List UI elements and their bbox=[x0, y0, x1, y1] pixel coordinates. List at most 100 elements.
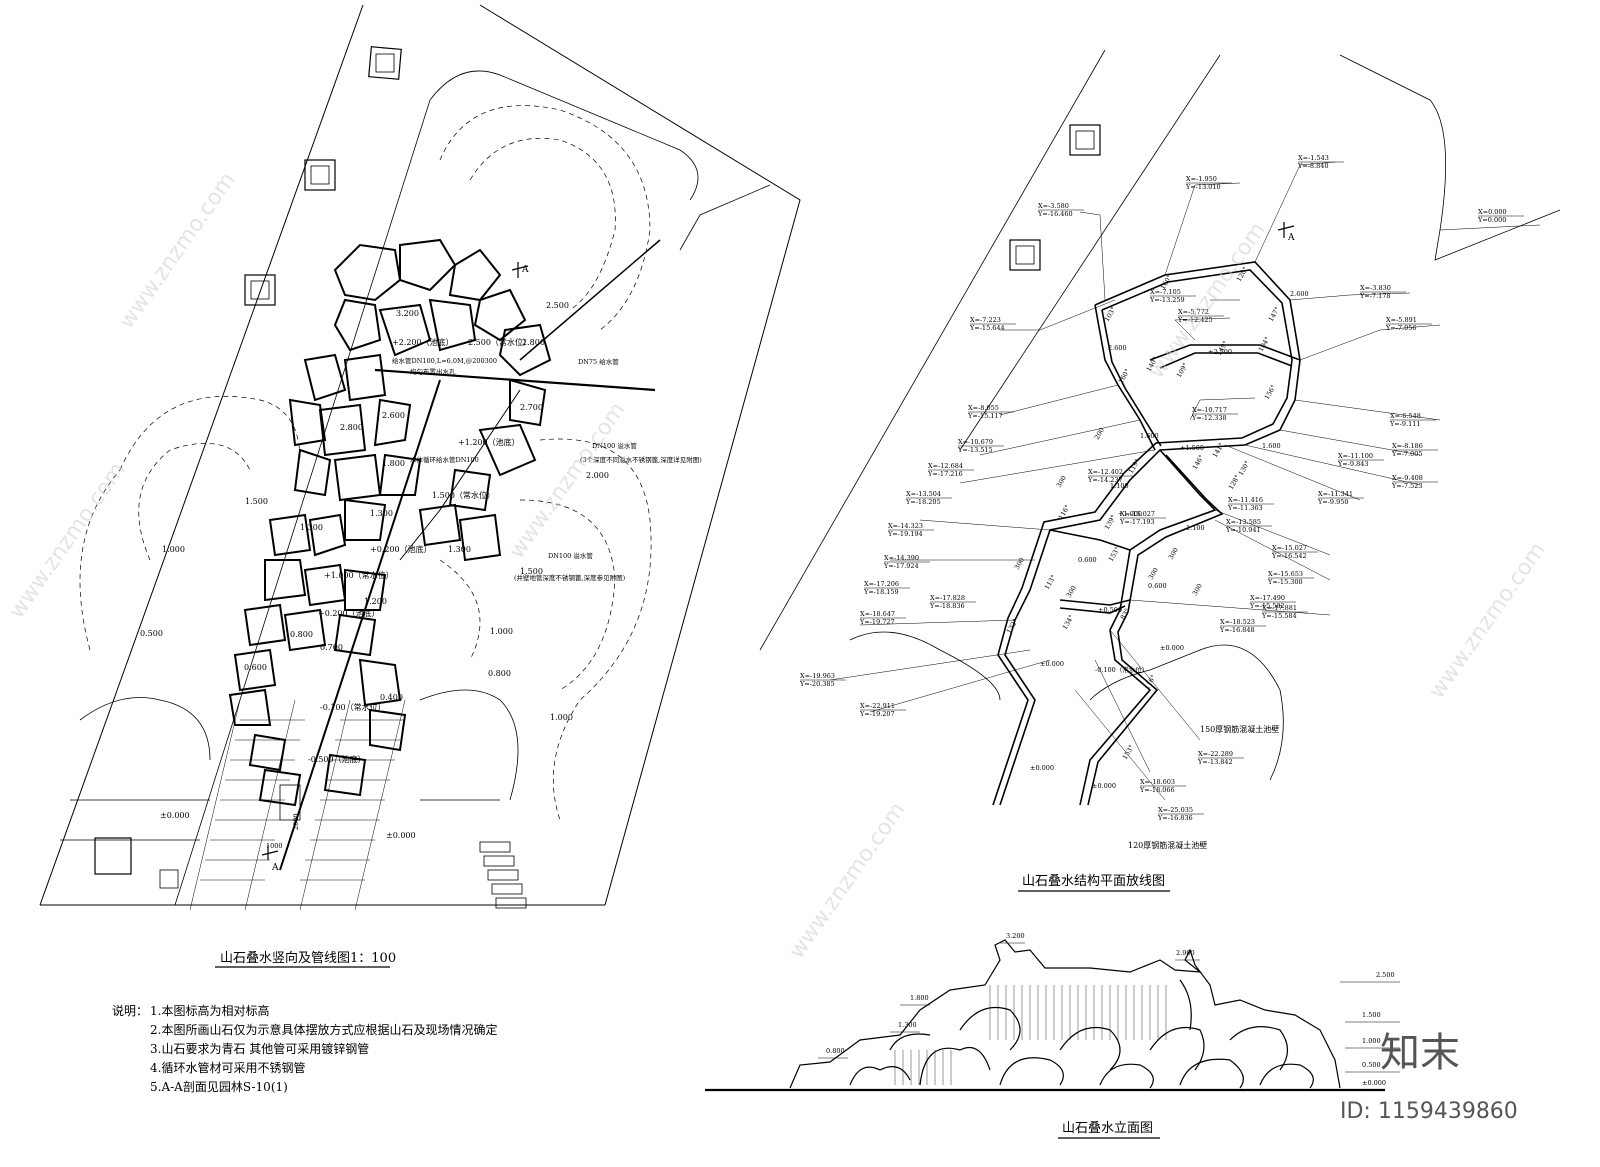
pipe-note: DN100 溢水管 bbox=[592, 441, 637, 450]
coord-x-label: X=-7.105 bbox=[1150, 288, 1181, 296]
plan-level: 2.600 bbox=[1290, 290, 1309, 298]
plan-level: 0.600 bbox=[1078, 556, 1097, 564]
angle-label: 153° bbox=[1121, 743, 1136, 761]
coord-x-label: X=-17.206 bbox=[864, 580, 899, 588]
plan-level: 1.600 bbox=[1262, 442, 1281, 450]
coord-x-label: X=-15.027 bbox=[1272, 544, 1307, 552]
left-drawing-title: 山石叠水竖向及管线图1：100 bbox=[220, 950, 396, 966]
coord-y-label: Y=-7.056 bbox=[1385, 324, 1417, 332]
angle-label: 200 bbox=[1093, 426, 1106, 441]
coord-y-label: Y=-15.117 bbox=[967, 412, 1003, 420]
elev-label: -0.100（常水位） bbox=[320, 702, 386, 712]
coord-y-label: Y=-15.644 bbox=[969, 324, 1005, 332]
coord-x-label: X=-19.963 bbox=[800, 672, 835, 680]
coord-y-label: Y=-9.843 bbox=[1337, 460, 1369, 468]
watermark-layer: www.znzmo.com www.znzmo.com www.znzmo.co… bbox=[4, 168, 1550, 963]
coord-y-label: Y=-18.066 bbox=[1139, 786, 1175, 794]
elev-label: 1.000 bbox=[490, 627, 513, 636]
coord-y-label: Y=-13.259 bbox=[1149, 296, 1185, 304]
angle-label: 300 bbox=[1167, 546, 1180, 561]
coord-x-label: X=-14.323 bbox=[888, 522, 923, 530]
angle-label: 134° bbox=[1061, 613, 1076, 631]
pipe-note: 给水管DN100,L=6.0M,@200300 bbox=[392, 356, 497, 365]
elev-label: 1.300 bbox=[300, 523, 323, 532]
coord-x-label: X=-11.100 bbox=[1338, 452, 1373, 460]
coord-x-label: X=-3.580 bbox=[1038, 202, 1069, 210]
coord-y-label: Y=-9.950 bbox=[1317, 498, 1349, 506]
angle-label: 300 bbox=[1055, 474, 1068, 489]
watermark-text: www.znzmo.com bbox=[114, 168, 240, 333]
elev-level: ±0.000 bbox=[1362, 1079, 1386, 1087]
elev-level: 2.500 bbox=[1376, 971, 1395, 979]
elev-level: 3.200 bbox=[1006, 932, 1025, 940]
elev-label: ±0.000 bbox=[386, 831, 416, 840]
dim-label: 2000 bbox=[292, 813, 300, 830]
coord-x-label: X=-8.055 bbox=[968, 404, 999, 412]
coord-y-label: Y=-17.216 bbox=[927, 470, 963, 478]
angle-label: 130° bbox=[1237, 459, 1252, 477]
elev-label: 2.800 bbox=[340, 423, 363, 432]
coord-y-label: Y=-20.385 bbox=[799, 680, 835, 688]
coord-y-label: Y=-7.178 bbox=[1359, 292, 1391, 300]
coord-y-label: Y=-13.842 bbox=[1197, 758, 1233, 766]
right-plan-coordinates: X=-1.543Y=-8.840X=-1.950Y=-13.010X=-3.58… bbox=[799, 154, 1524, 822]
elev-label: 1.300 bbox=[370, 509, 393, 518]
wall-note: 150厚钢筋混凝土池壁 bbox=[1200, 724, 1279, 734]
note-item: 1.本图标高为相对标高 bbox=[150, 1003, 269, 1018]
coord-y-label: Y=-19.727 bbox=[859, 618, 895, 626]
elev-label: 2.500 bbox=[546, 301, 569, 310]
plan-level: 1.600 bbox=[1140, 432, 1159, 440]
coord-x-label: X=-13.504 bbox=[906, 490, 941, 498]
elev-label: 3.200 bbox=[396, 309, 419, 318]
coord-x-label: X=-22.289 bbox=[1198, 750, 1233, 758]
elev-label: +0.200（池底） bbox=[370, 544, 432, 554]
elev-label: 1.500 bbox=[520, 567, 543, 576]
elevation-levels: 3.200 2.900 2.500 1.800 1.300 0.800 1.50… bbox=[826, 932, 1395, 1087]
angle-label: 116° bbox=[1057, 503, 1072, 521]
elev-label: 2.700 bbox=[520, 403, 543, 412]
coord-x-label: X=-9.408 bbox=[1392, 474, 1423, 482]
coord-y-label: Y=-17.924 bbox=[883, 562, 919, 570]
section-mark: A bbox=[521, 265, 529, 275]
coord-x-label: X=-18.603 bbox=[1140, 778, 1175, 786]
elev-level: 1.300 bbox=[898, 1021, 917, 1029]
elev-level: 1.500 bbox=[1362, 1011, 1381, 1019]
elev-label: 1.000 bbox=[162, 545, 185, 554]
right-plan-levels: 2.600 2.600 +2.500 1.600 +1.500 1.600 1.… bbox=[1030, 233, 1309, 790]
plan-level: ±0.000 bbox=[1030, 764, 1054, 772]
elev-label: 1.200 bbox=[364, 597, 387, 606]
pipe-note: (3个深度不同溢水不锈钢篦,深度详见附图) bbox=[580, 455, 702, 464]
section-mark: A bbox=[1287, 233, 1295, 243]
elev-label: ±0.000 bbox=[160, 811, 190, 820]
coord-x-label: X=-5.772 bbox=[1178, 308, 1209, 316]
coord-y-label: Y=-7.005 bbox=[1391, 450, 1423, 458]
coord-y-label: Y=0.000 bbox=[1477, 216, 1506, 224]
coord-x-label: X=-6.548 bbox=[1390, 412, 1421, 420]
section-mark: A bbox=[271, 863, 279, 873]
angle-label: 160° bbox=[1117, 367, 1132, 385]
coord-x-label: X=-12.684 bbox=[928, 462, 963, 470]
coord-y-label: Y=-7.523 bbox=[1391, 482, 1423, 490]
left-plan-drawing bbox=[39, 4, 801, 911]
brand-name: 知末 bbox=[1380, 1030, 1460, 1076]
coord-y-label: Y=-11.363 bbox=[1227, 504, 1263, 512]
notes-heading: 说明： bbox=[112, 1003, 148, 1018]
pipe-note: (井壁地管深度不锈钢篦,深度参见附图) bbox=[514, 573, 626, 582]
coord-x-label: X=-12.402 bbox=[1088, 468, 1123, 476]
pipe-note: DN100 溢水管 bbox=[548, 551, 593, 560]
elevation-title: 山石叠水立面图 bbox=[1062, 1121, 1153, 1136]
coord-x-label: X=-25.035 bbox=[1158, 806, 1193, 814]
elev-level: 2.900 bbox=[1176, 949, 1195, 957]
coord-x-label: X=-7.223 bbox=[970, 316, 1001, 324]
right-plan-drawing bbox=[759, 49, 1561, 806]
pipe-note: 均匀布置出水孔 bbox=[410, 367, 456, 376]
elev-label: 0.800 bbox=[488, 669, 511, 678]
angle-label: 147° bbox=[1267, 305, 1282, 323]
note-item: 5.A-A剖面见园林S-10(1) bbox=[150, 1080, 288, 1094]
plan-level: 0.600 bbox=[1148, 582, 1167, 590]
watermark-text: www.znzmo.com bbox=[1424, 538, 1550, 703]
elev-label: 1.300 bbox=[448, 545, 471, 554]
plan-level: 1.100 bbox=[1110, 482, 1129, 490]
note-item: 4.循环水管材可采用不锈钢管 bbox=[150, 1060, 305, 1075]
coord-x-label: X=-17.881 bbox=[1262, 604, 1297, 612]
